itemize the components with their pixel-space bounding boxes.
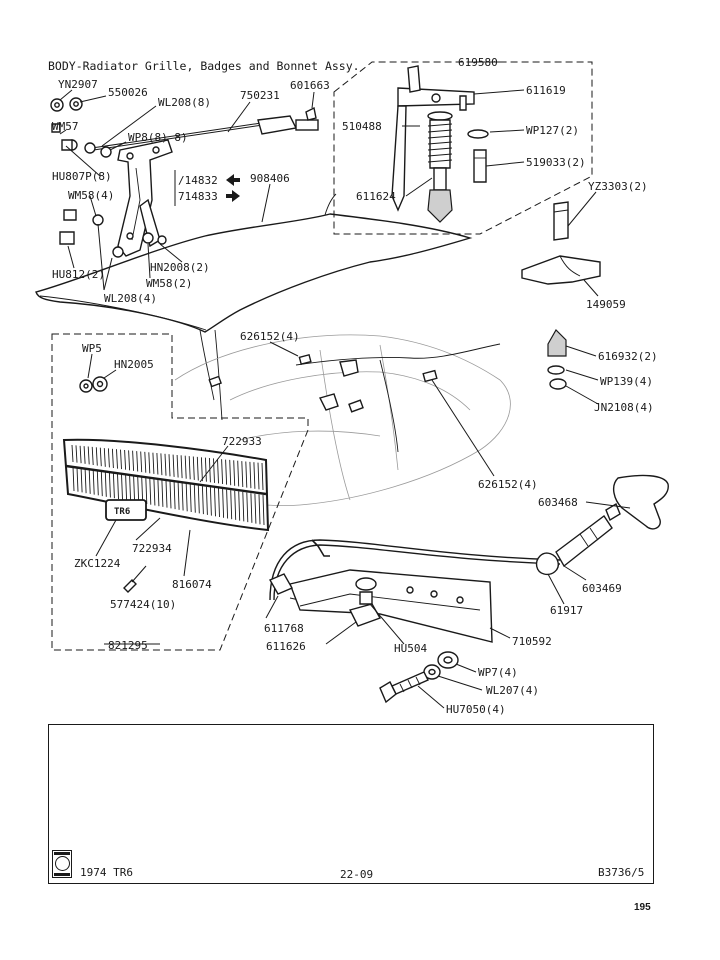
label-wl208-4: WL208(4) xyxy=(104,292,157,305)
label-wp7: WP7(4) xyxy=(478,666,518,679)
bonnet-stay-rod xyxy=(85,106,319,152)
label-hu504: HU504 xyxy=(394,642,427,655)
label-714832: /14832 xyxy=(178,174,218,187)
label-816074: 816074 xyxy=(172,578,212,591)
label-jn2108: JN2108(4) xyxy=(594,401,654,414)
label-611768: 611768 xyxy=(264,622,304,635)
leader-lines xyxy=(59,61,631,709)
grille-screw xyxy=(123,565,147,593)
label-722934: 722934 xyxy=(132,542,172,555)
bonnet-hinge xyxy=(117,139,173,257)
grille-badge: TR6 xyxy=(105,499,147,521)
label-wl208-8: WL208(8) xyxy=(158,96,211,109)
hinge-fasteners xyxy=(50,97,167,258)
diagram-title: BODY-Radiator Grille, Badges and Bonnet … xyxy=(48,59,360,73)
label-yz3303: YZ3303(2) xyxy=(588,180,648,193)
label-wm57: WM57 xyxy=(52,120,79,133)
label-hn2008: HN2008(2) xyxy=(150,261,210,274)
label-519033: 519033(2) xyxy=(526,156,586,169)
label-611626: 611626 xyxy=(266,640,306,653)
label-wp139: WP139(4) xyxy=(600,375,653,388)
manufacturer-logo-icon xyxy=(52,850,72,878)
label-wp5: WP5 xyxy=(82,342,102,355)
footer-model: 1974 TR6 xyxy=(80,866,133,879)
radiator-grille xyxy=(62,438,270,532)
direction-arrows xyxy=(174,170,240,206)
label-714833: 714833 xyxy=(178,190,218,203)
label-149059: 149059 xyxy=(586,298,626,311)
label-821295: 821295 xyxy=(108,639,148,652)
footer-reference: B3736/5 xyxy=(598,866,645,879)
buffer-parts xyxy=(547,329,567,390)
label-yn2907: YN2907 xyxy=(58,78,98,91)
label-510488: 510488 xyxy=(342,120,382,133)
label-hu807p: HU807P(8) xyxy=(52,170,112,183)
label-wp8-8: WP8(8) 8) xyxy=(128,131,188,144)
label-626152-bot: 626152(4) xyxy=(478,478,538,491)
label-619580: 619580 xyxy=(458,56,498,69)
part-labels: YN2907 550026 WL208(8) 750231 601663 WM5… xyxy=(52,56,658,716)
bonnet-panel xyxy=(35,193,473,421)
grille-group-box xyxy=(51,333,309,651)
label-wm58-2: WM58(2) xyxy=(146,277,192,290)
label-550026: 550026 xyxy=(108,86,148,99)
label-611619: 611619 xyxy=(526,84,566,97)
car-body-outline xyxy=(174,334,511,506)
label-577424: 577424(10) xyxy=(110,598,176,611)
label-hu812: HU812(2) xyxy=(52,268,105,281)
label-hn2005: HN2005 xyxy=(114,358,154,371)
label-603469: 603469 xyxy=(582,582,622,595)
notes-box xyxy=(48,724,654,884)
label-603468: 603468 xyxy=(538,496,578,509)
label-61917: 61917 xyxy=(550,604,583,617)
release-lever-bracket xyxy=(269,569,493,643)
label-zkc1224: ZKC1224 xyxy=(74,557,121,570)
label-908406: 908406 xyxy=(250,172,290,185)
page-number: 195 xyxy=(634,902,651,913)
label-616932: 616932(2) xyxy=(598,350,658,363)
label-wl207: WL207(4) xyxy=(486,684,539,697)
label-626152-top: 626152(4) xyxy=(240,330,300,343)
label-611624: 611624 xyxy=(356,190,396,203)
bonnet-lock-group xyxy=(333,61,593,235)
body-clips xyxy=(208,353,438,413)
label-wm58-4: WM58(4) xyxy=(68,189,114,202)
grille-fixings xyxy=(79,376,108,393)
label-hu7050: HU7050(4) xyxy=(446,703,506,716)
label-750231: 750231 xyxy=(240,89,280,102)
striker-bracket xyxy=(521,201,601,285)
badge-label: TR6 xyxy=(114,507,130,517)
footer-section: 22-09 xyxy=(340,868,374,881)
lever-fasteners xyxy=(379,651,459,704)
release-cable xyxy=(269,474,669,617)
label-722933: 722933 xyxy=(222,435,262,448)
label-wp127: WP127(2) xyxy=(526,124,579,137)
label-710592: 710592 xyxy=(512,635,552,648)
label-601663: 601663 xyxy=(290,79,330,92)
